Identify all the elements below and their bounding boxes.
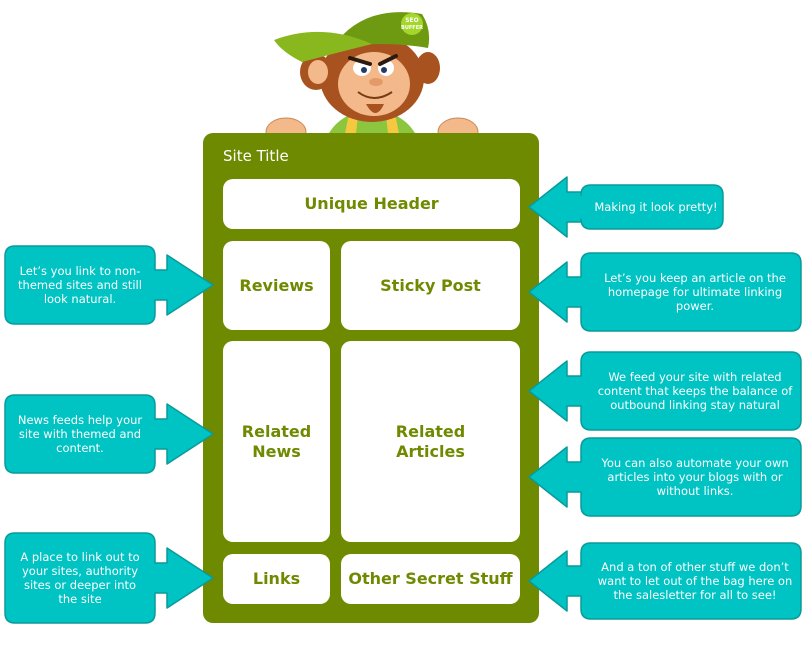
callout-text: News feeds help your site with themed an… (17, 413, 143, 455)
callout-right-unique-header: Making it look pretty! (527, 176, 727, 238)
reviews-block[interactable]: Reviews (223, 241, 330, 330)
links-block[interactable]: Links (223, 554, 330, 604)
callout-text: Making it look pretty! (594, 200, 718, 214)
related-news-block[interactable]: Related News (223, 341, 330, 542)
svg-text:SEO: SEO (405, 17, 419, 24)
callout-arrow-shape (4, 394, 214, 474)
callout-arrow-shape (528, 176, 724, 238)
callout-arrow-shape (528, 351, 802, 431)
arrow-left-icon (528, 542, 802, 620)
related-news-label: Related News (241, 421, 312, 461)
callout-right-sticky-post: Let’s you keep an article on the homepag… (527, 252, 805, 333)
callout-right-related-articles-2: You can also automate your own articles … (527, 437, 805, 518)
arrow-left-icon (528, 351, 802, 431)
callout-text: Let’s you link to non-themed sites and s… (18, 264, 142, 306)
other-secret-stuff-block[interactable]: Other Secret Stuff (341, 554, 520, 604)
callout-arrow-shape (4, 532, 214, 624)
arrow-right-icon (4, 394, 214, 474)
callout-text: A place to link out to your sites, autho… (20, 550, 140, 606)
arrow-left-icon (528, 437, 802, 517)
callout-left-reviews: Let’s you link to non-themed sites and s… (4, 245, 215, 326)
arrow-left-icon (528, 252, 802, 332)
arrow-right-icon (4, 245, 214, 325)
callout-arrow-shape (4, 245, 214, 325)
callout-arrow-shape (528, 542, 802, 620)
callout-text: You can also automate your own articles … (601, 456, 789, 498)
sticky-post-block[interactable]: Sticky Post (341, 241, 520, 330)
site-layout-board: Site Title Unique Header Reviews Sticky … (203, 133, 539, 623)
arrow-right-icon (4, 532, 214, 624)
callout-text: We feed your site with related content t… (597, 370, 793, 412)
monkey-mascot-icon: SEO BUFFER (262, 0, 480, 150)
callout-left-links: A place to link out to your sites, autho… (4, 532, 215, 624)
callout-left-related-news: News feeds help your site with themed an… (4, 394, 215, 475)
related-articles-label: Related Articles (395, 421, 466, 461)
callout-text: And a ton of other stuff we don’t want t… (597, 560, 793, 602)
arrow-left-icon (528, 176, 724, 238)
callout-right-other-secret-stuff: And a ton of other stuff we don’t want t… (527, 542, 805, 621)
callout-arrow-shape (528, 437, 802, 517)
callout-arrow-shape (528, 252, 802, 332)
svg-text:BUFFER: BUFFER (401, 25, 423, 31)
unique-header-block[interactable]: Unique Header (223, 179, 520, 229)
site-title: Site Title (223, 147, 289, 165)
callout-text: Let’s you keep an article on the homepag… (604, 271, 786, 313)
related-articles-block[interactable]: Related Articles (341, 341, 520, 542)
callout-right-related-articles-1: We feed your site with related content t… (527, 351, 805, 432)
